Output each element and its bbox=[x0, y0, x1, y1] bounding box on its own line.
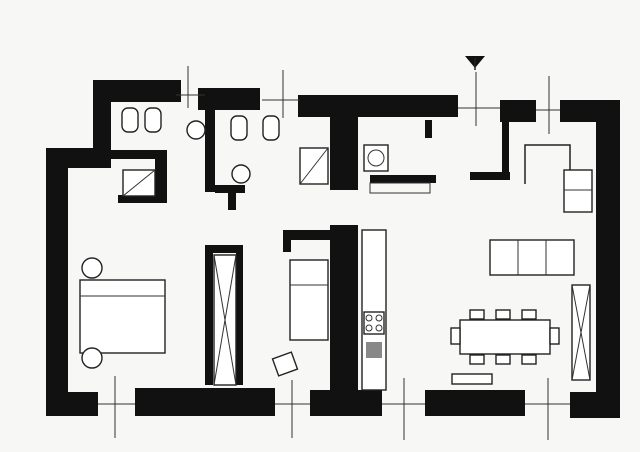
bottom-wall-d bbox=[425, 390, 525, 416]
chair bbox=[271, 351, 299, 377]
nightstand-bottom bbox=[81, 347, 103, 369]
corridor-wall bbox=[283, 230, 330, 240]
living-cabinet-x2 bbox=[571, 284, 591, 381]
top-wall-a bbox=[93, 80, 181, 102]
top-wall-d bbox=[500, 100, 536, 122]
bidet-1 bbox=[144, 107, 162, 133]
sink-2 bbox=[231, 164, 251, 184]
right-wall bbox=[596, 100, 620, 418]
bath1-corner-foot bbox=[118, 195, 167, 203]
chair-top-2 bbox=[495, 309, 511, 320]
bedroom bbox=[79, 257, 166, 369]
bath2-stub bbox=[228, 185, 236, 210]
sink-1 bbox=[186, 120, 206, 140]
entry-counter bbox=[524, 144, 571, 184]
closet-bedroom bbox=[213, 254, 237, 386]
left-wall bbox=[46, 148, 68, 416]
toilet-2 bbox=[230, 115, 248, 141]
burner-2 bbox=[375, 314, 383, 322]
bath-divider-wall bbox=[205, 100, 215, 192]
burner-4 bbox=[375, 324, 383, 332]
nightstand-top bbox=[81, 257, 103, 279]
burner-3 bbox=[365, 324, 373, 332]
toilet-1 bbox=[121, 107, 139, 133]
bathroom-1 bbox=[121, 107, 206, 197]
double-bed bbox=[79, 279, 166, 354]
bench bbox=[451, 373, 493, 385]
chair-top-1 bbox=[469, 309, 485, 320]
central-wall-upper bbox=[330, 108, 358, 190]
utility-shelf bbox=[369, 182, 431, 194]
chair-bottom-1 bbox=[469, 354, 485, 365]
kitchen-counter bbox=[361, 229, 387, 391]
bath1-corner bbox=[155, 150, 167, 202]
living-room bbox=[450, 239, 591, 385]
exterior-walls bbox=[46, 80, 620, 418]
kitchen-stub-b bbox=[425, 120, 432, 138]
burner-1 bbox=[365, 314, 373, 322]
closet-side-wall-r bbox=[236, 245, 243, 385]
kitchen bbox=[361, 229, 387, 391]
fireplace bbox=[563, 169, 593, 213]
wardrobe-x2 bbox=[213, 254, 237, 386]
corridor-wall-stub bbox=[283, 230, 291, 252]
hall-stub bbox=[470, 172, 510, 180]
chair-bottom-2 bbox=[495, 354, 511, 365]
central-wall-lower bbox=[330, 225, 358, 395]
bottom-wall-e bbox=[570, 392, 620, 418]
sofa bbox=[489, 239, 575, 276]
bottom-wall-b bbox=[135, 388, 275, 416]
closet-wall bbox=[205, 245, 243, 253]
left-bump-wall bbox=[93, 80, 111, 155]
chair-bottom-3 bbox=[521, 354, 537, 365]
bottom-wall-a bbox=[46, 392, 98, 416]
bidet-2 bbox=[262, 115, 280, 141]
top-wall-c bbox=[298, 95, 458, 117]
chair-left bbox=[450, 327, 461, 345]
bath1-bottom-wall bbox=[111, 150, 167, 159]
left-step-wall bbox=[58, 148, 111, 168]
kitchen-sink bbox=[366, 342, 382, 358]
interior-walls bbox=[111, 100, 510, 395]
shower-2-diag bbox=[299, 147, 329, 185]
dining-table bbox=[459, 319, 551, 355]
closet-side-wall bbox=[205, 245, 213, 385]
hall-stub-v bbox=[502, 120, 509, 180]
bathroom-2 bbox=[230, 115, 329, 185]
shower-1-diag bbox=[122, 169, 156, 197]
washer-drum bbox=[367, 149, 385, 167]
chair-top-3 bbox=[521, 309, 537, 320]
chair-right bbox=[549, 327, 560, 345]
desk bbox=[289, 259, 329, 341]
kitchen-stub-a bbox=[370, 175, 436, 183]
stove bbox=[363, 311, 385, 335]
windows bbox=[98, 66, 570, 440]
